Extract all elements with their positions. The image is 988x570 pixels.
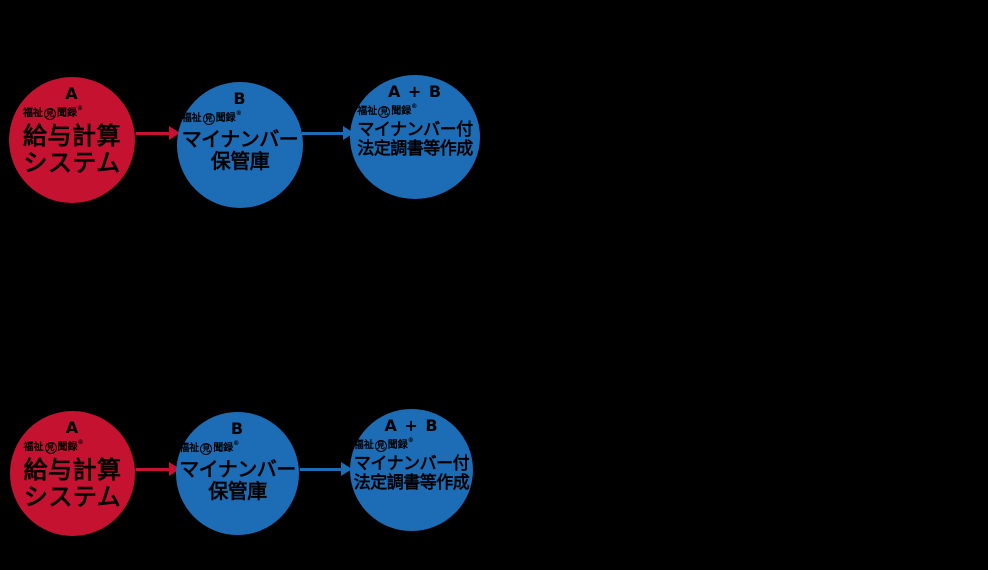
node-content: 福祉見聞録® マイナンバー 保管庫 [179, 440, 296, 503]
node-title-line2: 法定調書等作成 [353, 472, 470, 493]
brand-logo: 福祉見聞録® [353, 437, 414, 453]
arrow-shaft [136, 467, 171, 471]
brand-logo-suffix: 聞録 [57, 442, 78, 454]
brand-logo-circle-mark: 見 [200, 443, 213, 456]
registered-mark-icon: ® [235, 110, 242, 118]
node-content: 福祉見聞録® マイナンバー付 法定調書等作成 [357, 103, 473, 158]
node-title: マイナンバー付 法定調書等作成 [354, 455, 470, 492]
node-badge: B [230, 419, 245, 438]
registered-mark-icon: ® [407, 437, 414, 445]
node-content: 福祉見聞録® マイナンバー付 法定調書等作成 [353, 437, 470, 492]
registered-mark-icon: ® [411, 103, 418, 111]
brand-logo-prefix: 福祉 [23, 442, 44, 454]
registered-mark-icon: ® [77, 105, 83, 113]
brand-logo-suffix: 聞録 [57, 108, 77, 120]
registered-mark-icon: ® [77, 439, 84, 447]
node-title-line1: マイナンバー付 [357, 120, 473, 141]
node-mynumber-vault: B 福祉見聞録® マイナンバー 保管庫 [177, 82, 303, 208]
brand-logo-circled-char: 見 [376, 441, 385, 451]
node-content: 福祉見聞録® マイナンバー 保管庫 [181, 110, 299, 173]
node-payroll-system: A 福祉見聞録® 給与計算 システム [10, 411, 135, 536]
brand-logo: 福祉見聞録® [179, 440, 240, 456]
brand-logo-circled-char: 見 [380, 107, 389, 117]
brand-logo-circle-mark: 見 [374, 440, 387, 453]
node-title-line1: マイナンバー [181, 127, 299, 152]
node-title: 給与計算 システム [24, 457, 122, 510]
brand-logo-suffix: 聞録 [215, 113, 236, 125]
brand-logo-circled-char: 見 [46, 443, 55, 453]
arrow-shaft [136, 131, 171, 135]
brand-logo-circled-char: 見 [46, 109, 54, 119]
arrow-head-icon [343, 126, 354, 140]
node-title-line2: 保管庫 [210, 149, 270, 174]
node-title: マイナンバー付 法定調書等作成 [357, 121, 473, 158]
node-mynumber-vault: B 福祉見聞録® マイナンバー 保管庫 [176, 412, 299, 535]
node-statutory-docs: A + B 福祉見聞録® マイナンバー付 法定調書等作成 [350, 75, 480, 199]
node-title-line1: 給与計算 [23, 456, 122, 485]
brand-logo-prefix: 福祉 [353, 440, 374, 452]
node-title: 給与計算 システム [23, 123, 121, 176]
node-badge: A [65, 84, 79, 103]
brand-logo-circle-mark: 見 [202, 113, 215, 126]
brand-logo-suffix: 聞録 [213, 443, 234, 455]
node-payroll-system: A 福祉見聞録® 給与計算 システム [9, 77, 135, 203]
arrow-head-icon [341, 462, 352, 476]
brand-logo-circle-mark: 見 [44, 108, 56, 121]
node-title-line2: システム [23, 482, 122, 511]
node-badge: A + B [387, 82, 443, 101]
node-badge: B [233, 89, 247, 108]
registered-mark-icon: ® [233, 440, 240, 448]
node-badge: A + B [384, 416, 439, 435]
arrow-shaft [300, 467, 343, 471]
brand-logo: 福祉見聞録® [23, 105, 83, 121]
node-badge: A [65, 418, 80, 437]
node-title-line1: マイナンバー付 [353, 454, 470, 475]
brand-logo-circled-char: 見 [204, 114, 213, 124]
brand-logo-circle-mark: 見 [44, 442, 57, 455]
node-title-line2: 保管庫 [208, 479, 267, 504]
brand-logo: 福祉見聞録® [357, 103, 418, 119]
node-title-line1: マイナンバー [179, 457, 296, 482]
arrow-shaft [302, 131, 345, 135]
brand-logo-prefix: 福祉 [181, 113, 202, 125]
brand-logo-prefix: 福祉 [23, 108, 43, 120]
node-statutory-docs: A + B 福祉見聞録® マイナンバー付 法定調書等作成 [350, 409, 473, 531]
arrow-head-icon [169, 462, 180, 476]
brand-logo-circled-char: 見 [202, 444, 211, 454]
node-title-line1: 給与計算 [23, 122, 121, 151]
node-content: 福祉見聞録® 給与計算 システム [23, 105, 121, 176]
brand-logo: 福祉見聞録® [23, 439, 84, 455]
brand-logo: 福祉見聞録® [181, 110, 242, 126]
brand-logo-suffix: 聞録 [387, 440, 408, 452]
brand-logo-suffix: 聞録 [391, 106, 412, 118]
node-title-line2: 法定調書等作成 [357, 138, 473, 159]
node-title: マイナンバー 保管庫 [182, 128, 299, 172]
arrow-head-icon [169, 126, 180, 140]
node-title: マイナンバー 保管庫 [179, 458, 296, 502]
brand-logo-prefix: 福祉 [357, 106, 378, 118]
brand-logo-prefix: 福祉 [179, 443, 200, 455]
brand-logo-circle-mark: 見 [378, 106, 391, 119]
node-title-line2: システム [23, 148, 121, 177]
node-content: 福祉見聞録® 給与計算 システム [23, 439, 122, 510]
